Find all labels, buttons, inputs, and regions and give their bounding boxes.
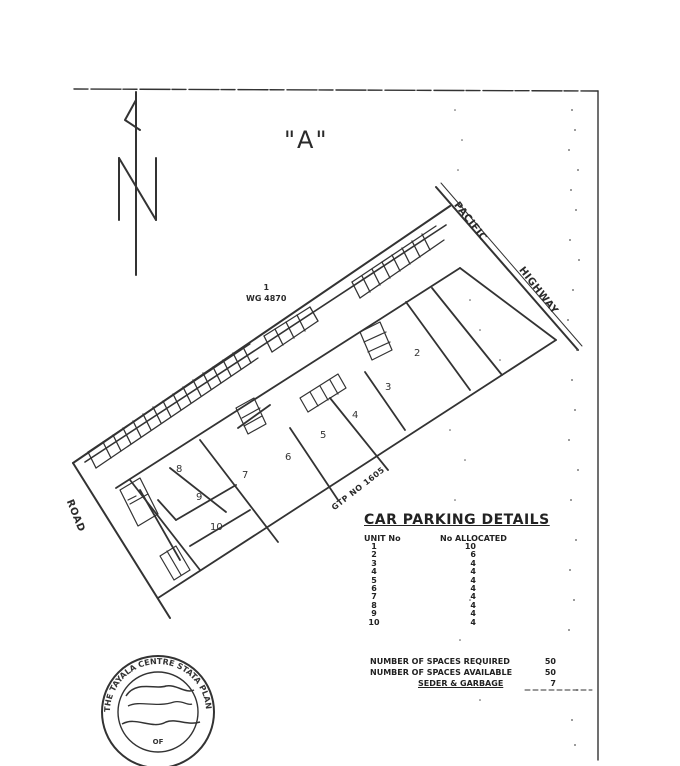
header-allocated: No ALLOCATED	[440, 534, 507, 543]
unit-parking-boxes	[119, 321, 393, 581]
unit-label: 7	[242, 470, 249, 481]
unit-label: 5	[320, 430, 327, 441]
unit-label: 4	[352, 410, 359, 421]
parking-title: CAR PARKING DETAILS	[364, 512, 550, 528]
highway-boundary	[435, 186, 579, 351]
unit-label: 8	[176, 464, 183, 475]
road-boundary	[72, 462, 171, 619]
lot-label: 1 WG 4870	[246, 282, 286, 304]
parking-header: UNIT No No ALLOCATED	[364, 534, 564, 543]
drawing-title-mark: "A"	[284, 126, 329, 154]
header-unit-no: UNIT No	[364, 534, 401, 543]
unit-label: 3	[385, 382, 392, 393]
lot-number: 1	[263, 283, 270, 292]
north-parking-strip	[87, 225, 445, 469]
north-arrow-icon	[118, 91, 157, 276]
unit-label: 2	[414, 348, 421, 359]
common-seal-stamp: THE TAYALA CENTRE STATA PLAN OF	[101, 655, 215, 766]
lot-reference: WG 4870	[246, 294, 287, 303]
unit-label: 10	[210, 522, 223, 533]
unit-label: 9	[196, 492, 203, 503]
frame-top-line	[73, 88, 599, 92]
unit-label: 6	[285, 452, 292, 463]
seal-center-text: OF	[153, 738, 164, 746]
stipple-band	[449, 109, 580, 746]
car-parking-details: CAR PARKING DETAILS UNIT No No ALLOCATED…	[364, 512, 564, 627]
